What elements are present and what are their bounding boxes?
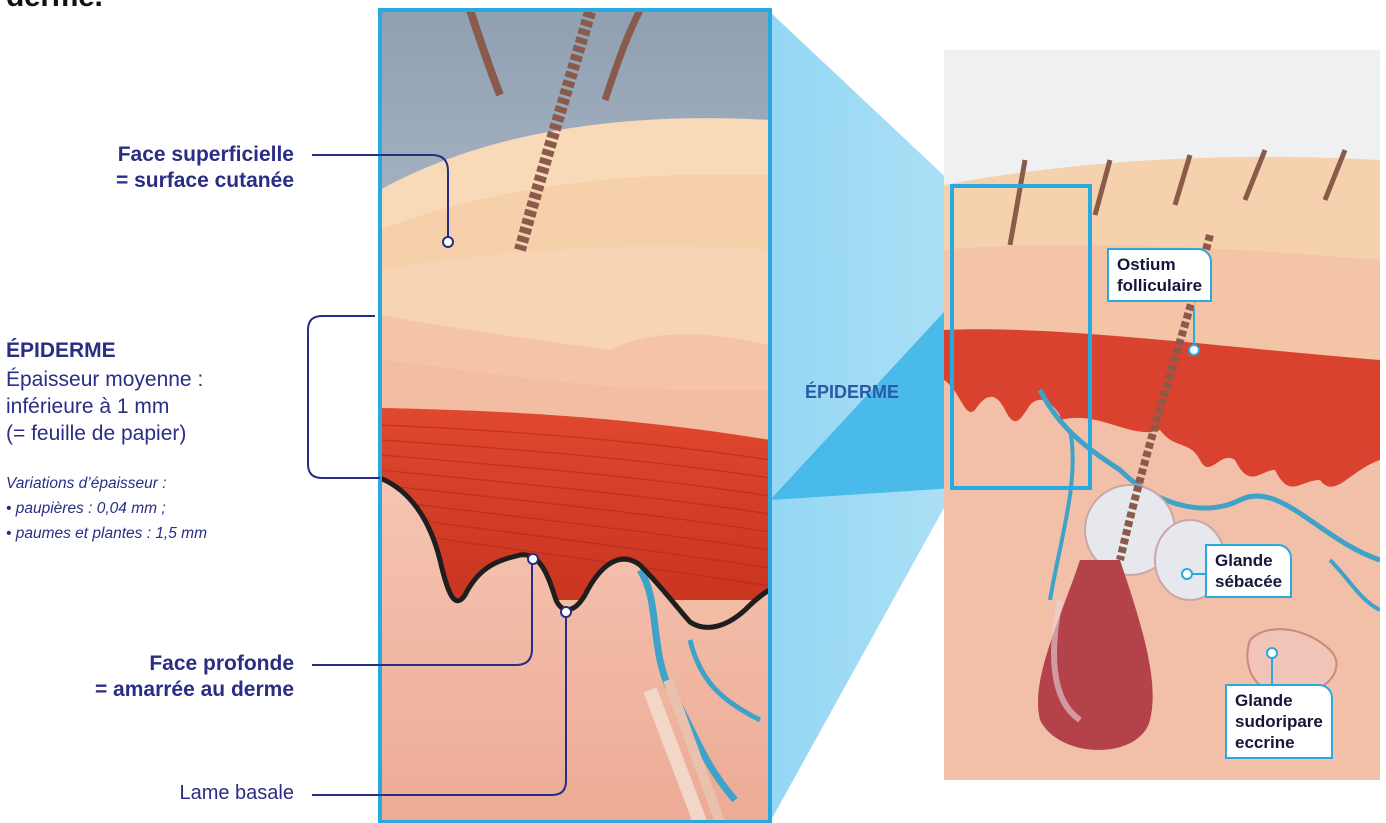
lame-basale-label: Lame basale xyxy=(179,782,294,805)
face-profonde-line-1: Face profonde xyxy=(95,651,294,677)
variation-palms-soles: • paumes et plantes : 1,5 mm xyxy=(6,521,207,546)
callout-dot-icon xyxy=(1267,648,1277,658)
zoomed-epidermis-illustration xyxy=(380,10,770,822)
glande-sudoripare-line-3: eccrine xyxy=(1235,732,1323,753)
variation-eyelids: • paupières : 0,04 mm ; xyxy=(6,496,207,521)
ostium-line-1: Ostium xyxy=(1117,254,1202,275)
variations-title: Variations d’épaisseur : xyxy=(6,471,207,496)
epiderme-title: ÉPIDERME xyxy=(6,339,116,363)
glande-sebacee-line-2: sébacée xyxy=(1215,571,1282,592)
callout-dot-icon xyxy=(1189,345,1199,355)
zoom-epiderme-label: ÉPIDERME xyxy=(805,382,899,403)
callout-dot-icon xyxy=(528,554,538,564)
thickness-line-1: Épaisseur moyenne : xyxy=(6,366,203,393)
ostium-folliculaire-callout: Ostium folliculaire xyxy=(1107,248,1212,302)
thickness-variations: Variations d’épaisseur : • paupières : 0… xyxy=(6,471,207,546)
glande-sudoripare-callout: Glande sudoripare eccrine xyxy=(1225,684,1333,759)
face-superficielle-line-1: Face superficielle xyxy=(116,142,294,168)
callout-dot-icon xyxy=(443,237,453,247)
glande-sebacee-line-1: Glande xyxy=(1215,550,1282,571)
glande-sebacee-callout: Glande sébacée xyxy=(1205,544,1292,598)
callout-dot-icon xyxy=(561,607,571,617)
face-superficielle-label: Face superficielle = surface cutanée xyxy=(116,142,294,194)
skin-cross-section-illustration xyxy=(944,50,1380,780)
thickness-line-2: inférieure à 1 mm xyxy=(6,393,203,420)
glande-sudoripare-line-1: Glande xyxy=(1235,690,1323,711)
glande-sudoripare-line-2: sudoripare xyxy=(1235,711,1323,732)
face-profonde-line-2: = amarrée au derme xyxy=(95,677,294,703)
thickness-line-3: (= feuille de papier) xyxy=(6,420,203,447)
callout-dot-icon xyxy=(1182,569,1192,579)
epiderme-description: Épaisseur moyenne : inférieure à 1 mm (=… xyxy=(6,366,203,447)
face-superficielle-line-2: = surface cutanée xyxy=(116,168,294,194)
ostium-line-2: folliculaire xyxy=(1117,275,1202,296)
face-profonde-label: Face profonde = amarrée au derme xyxy=(95,651,294,703)
